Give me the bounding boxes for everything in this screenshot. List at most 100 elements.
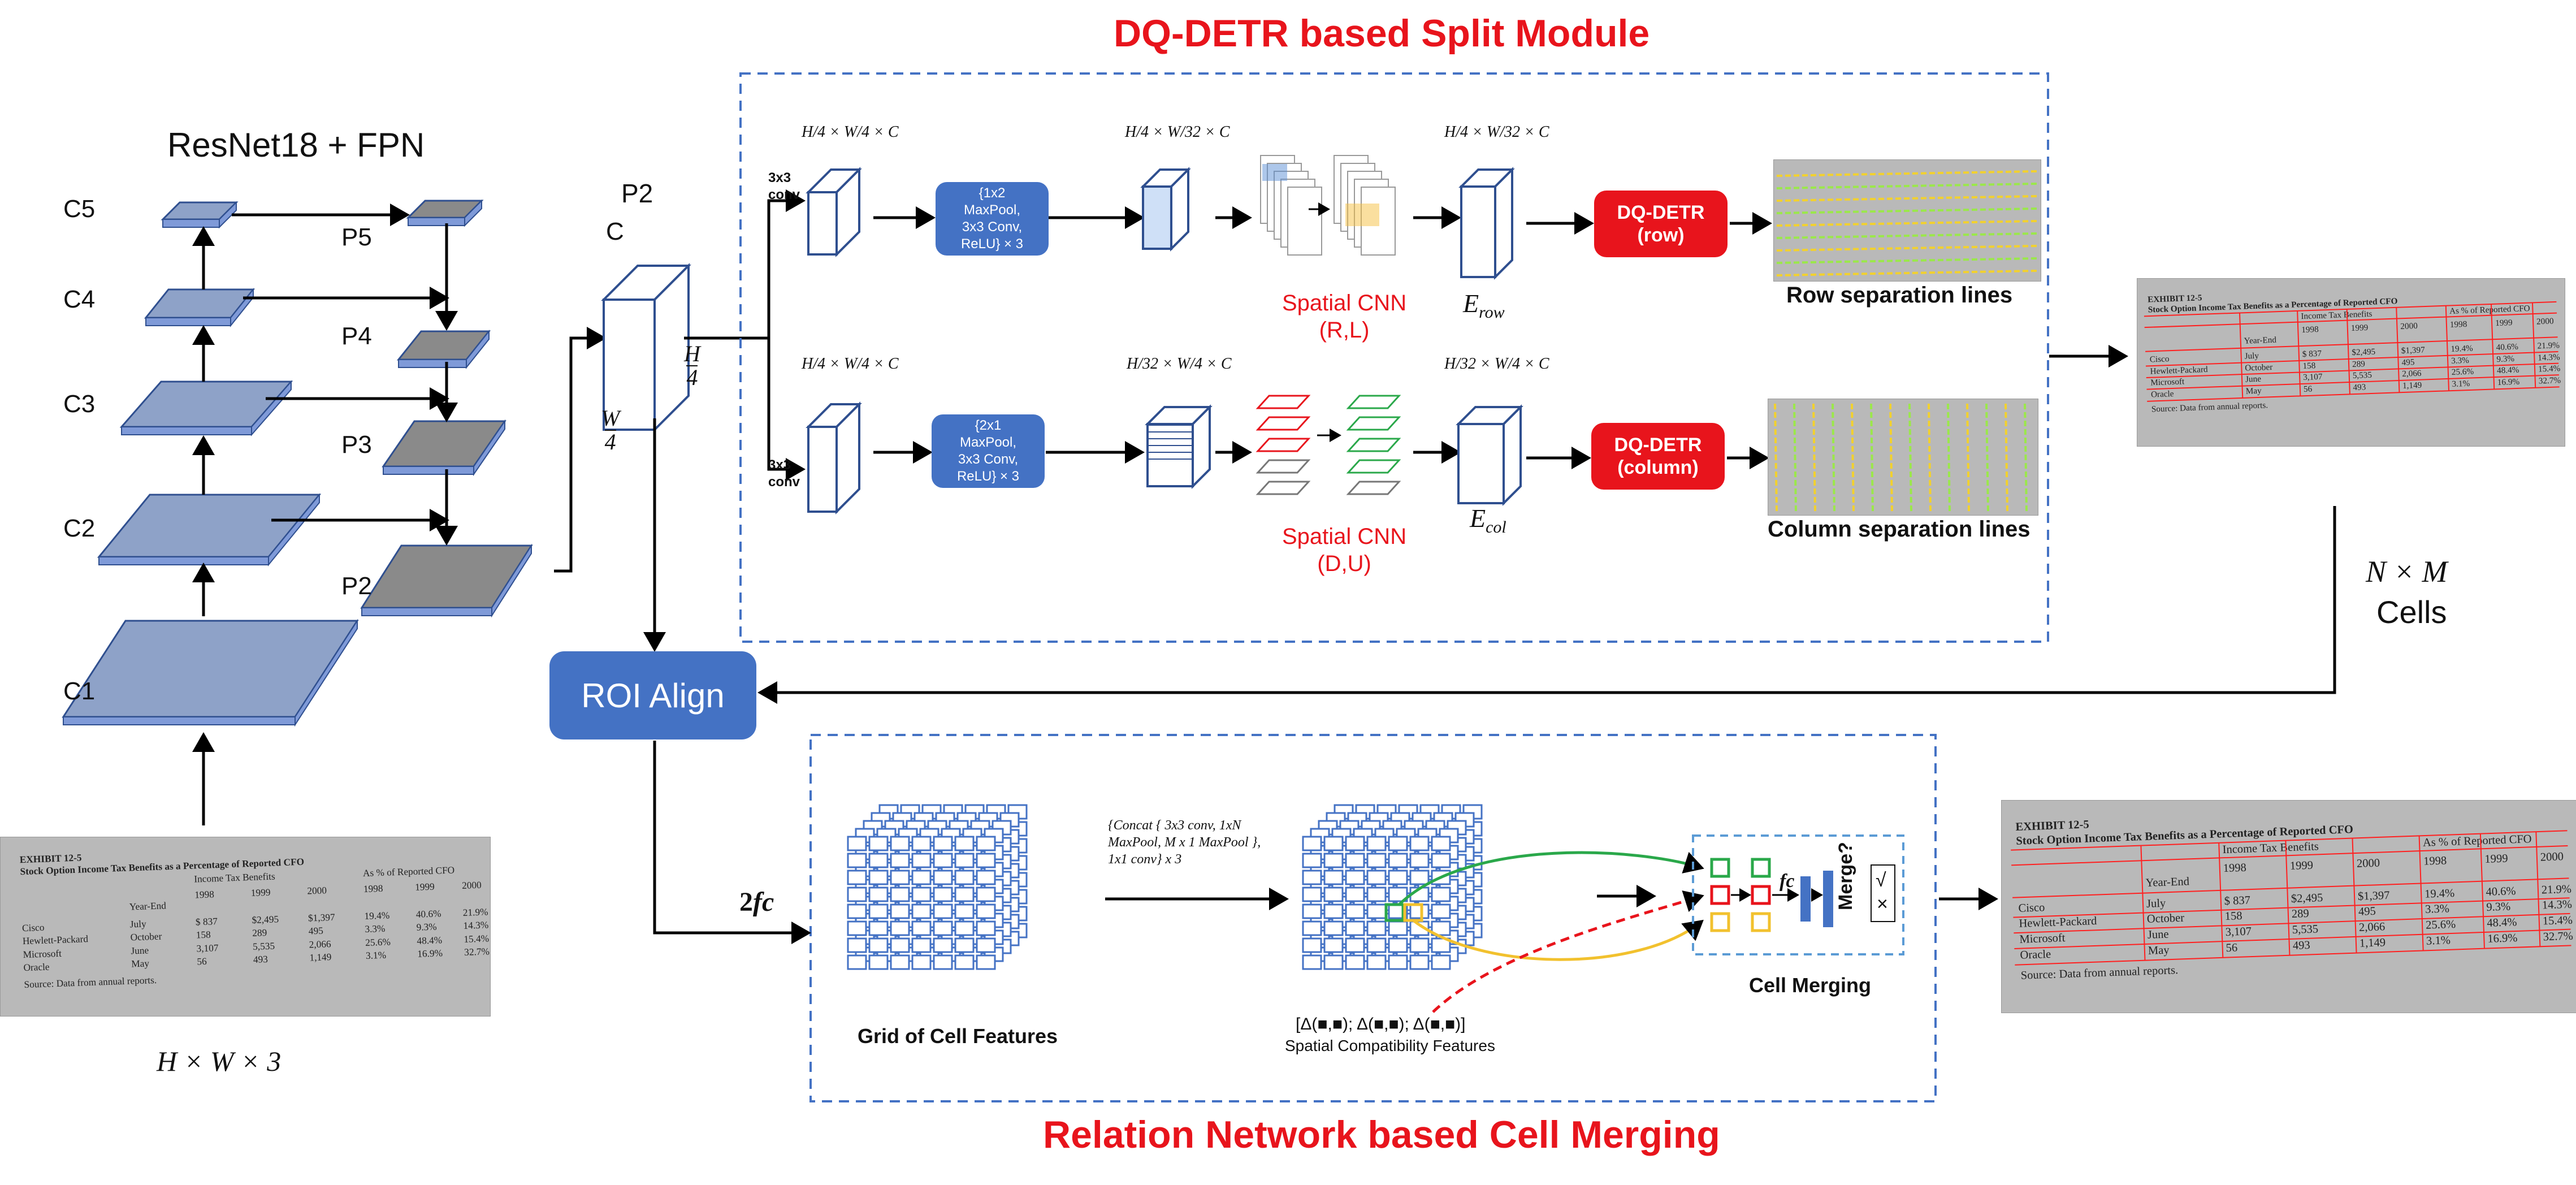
table-cell: 5,535 <box>252 940 275 952</box>
table-cell: 19.4% <box>364 910 390 922</box>
row-line-mark <box>1776 232 2037 239</box>
c1-label: C1 <box>63 677 96 705</box>
grid-cube-a-cell <box>911 870 932 885</box>
p4-plate-side <box>466 330 490 369</box>
grid-cube-b-cell <box>1345 870 1365 885</box>
grid-cube-a-cell <box>976 870 996 885</box>
grid-cube-b-cell <box>1366 954 1387 970</box>
merge-output-box <box>1871 864 1895 922</box>
grid-cube-b-cell <box>1345 836 1365 851</box>
table-year: 1998 <box>363 883 383 894</box>
grid-cube-a-cell <box>976 886 996 902</box>
grid-cube-a-cell <box>868 870 889 885</box>
grid-cube-b-cell <box>1366 870 1387 885</box>
column-line-mark <box>1793 403 1797 512</box>
row-line-mark <box>1776 257 2037 264</box>
table-grid-lines <box>2144 301 2560 402</box>
c2-plate <box>97 494 322 558</box>
grid-cube-a-cell <box>976 836 996 851</box>
p3-plate-side <box>473 419 505 477</box>
column-line-mark <box>2024 403 2028 512</box>
table-col-line <box>2445 305 2450 391</box>
table-year: 2000 <box>307 884 327 897</box>
column-line-mark <box>1928 403 1932 512</box>
grid-cube-a-cell <box>890 903 910 919</box>
grid-cube-b-cell <box>1302 853 1322 868</box>
grid-cube-a-cell <box>890 870 910 885</box>
table-row-line <box>2144 312 2557 328</box>
table-row-line <box>2014 912 2570 934</box>
grid-cube-b-cell <box>1366 886 1387 902</box>
row-scnn-highlight-b <box>1345 204 1379 226</box>
column-lines-image <box>1768 399 2038 516</box>
column-line-mark <box>1832 403 1835 512</box>
grid-cube-b-cell <box>1302 886 1322 902</box>
merge-fc-bar1 <box>1800 876 1811 922</box>
table-cell: 32.7% <box>464 946 490 958</box>
backbone-title: ResNet18 + FPN <box>167 126 425 164</box>
grid-cube-a-cell <box>847 836 867 851</box>
grid-cube-b-cell <box>1409 853 1430 868</box>
grid-cube-b-cell <box>1323 954 1344 970</box>
grid-cube-a-cell <box>933 870 953 885</box>
table-col-line <box>2346 309 2350 395</box>
table-cell: 158 <box>196 929 211 941</box>
column-lines-overlay <box>1768 399 2038 515</box>
table-cell: May <box>131 958 150 970</box>
col-scnn-plane-a1 <box>1255 416 1311 431</box>
table-cell: 56 <box>197 955 207 967</box>
grid-cube-a-cell <box>890 954 910 970</box>
row-mid-block-side <box>1170 167 1189 252</box>
table-year: 1998 <box>194 888 215 901</box>
row-conv-label: 3x3 conv <box>768 170 800 202</box>
table-year: 2000 <box>461 879 482 891</box>
row-conv-block-front <box>807 191 838 256</box>
concat-formula: {Concat { 3x3 conv, 1xN MaxPool, M x 1 M… <box>1108 818 1261 867</box>
grid-cube-b-cell <box>1345 954 1365 970</box>
c1-plate-edge <box>63 716 296 725</box>
column-line-marks <box>1774 403 2028 512</box>
col-scnn-plane-a4 <box>1255 481 1311 495</box>
table-row-line <box>2144 301 2557 317</box>
curve-green <box>1398 851 1704 906</box>
col-feature-block-side <box>1503 404 1522 506</box>
p3-plate-edge <box>383 466 474 475</box>
c2-label: C2 <box>63 514 96 542</box>
grid-cube-a-cell <box>933 836 953 851</box>
table-cell: 289 <box>252 927 267 939</box>
table-year-end: Year-End <box>129 900 167 912</box>
table-source: Source: Data from annual reports. <box>24 975 157 991</box>
cell-merging-caption: Cell Merging <box>1749 974 1872 997</box>
table-cell: $2,495 <box>252 914 279 926</box>
col-mid-block-front <box>1146 423 1194 487</box>
column-line-mark <box>1889 403 1893 512</box>
merge-question: Merge? <box>1835 842 1856 910</box>
roi-align-box: ROI Align <box>549 651 756 739</box>
grid-cube-b-cell <box>1409 954 1430 970</box>
table-grid-lines <box>2011 830 2571 966</box>
table-col-line <box>2531 302 2536 388</box>
curve-yellow <box>1412 919 1704 961</box>
column-line-mark <box>2004 403 2008 512</box>
grid-cube-b-cell <box>1366 903 1387 919</box>
grid-cube-a-cell <box>933 937 953 953</box>
grid-cube-b-cell <box>1388 937 1408 953</box>
row-line-marks <box>1776 170 2037 276</box>
grid-cube-a-cell <box>954 853 975 868</box>
grid-cube-a-cell <box>890 920 910 936</box>
grid-cube-a-cell <box>976 920 996 936</box>
table-cell: 40.6% <box>415 908 441 920</box>
grid-cube-b-cell <box>1345 853 1365 868</box>
p2-block-label: P2 <box>621 179 653 208</box>
grid-cube-a-cell <box>911 920 932 936</box>
grid-cube-a-cell <box>954 886 975 902</box>
fc-label: 22fcfc <box>739 887 774 917</box>
row-out-dims: H/4 × W/32 × C <box>1444 123 1549 141</box>
p2-plate <box>360 544 533 609</box>
table-cell: 3,107 <box>196 942 219 954</box>
table-col-line <box>2479 833 2485 949</box>
table-row-line <box>2145 336 2558 352</box>
row-scnn-label: Spatial CNN (R,L) <box>1282 291 1407 343</box>
